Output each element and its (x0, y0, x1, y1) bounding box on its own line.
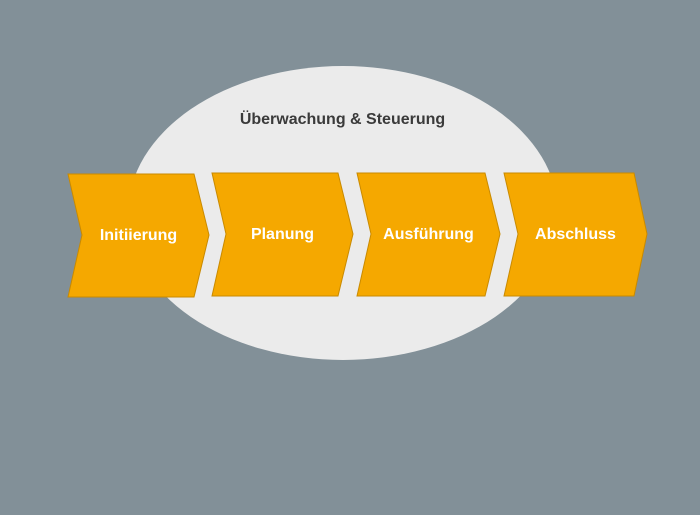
phase-chevron-initiierung: Initiierung (67, 173, 210, 298)
phase-chevron-abschluss: Abschluss (503, 172, 648, 297)
chevron-shape (356, 172, 501, 297)
phase-label-planung: Planung (250, 226, 315, 243)
phase-chevron-ausfuehrung: Ausführung (356, 172, 501, 297)
chevron-shape (211, 172, 354, 297)
phase-label-abschluss: Abschluss (535, 226, 616, 243)
chevron-shape (67, 173, 210, 298)
chevron-shape (503, 172, 648, 297)
phase-label-ausfuehrung: Ausführung (383, 226, 474, 243)
phase-chevron-planung: Planung (211, 172, 354, 297)
phase-label-initiierung: Initiierung (99, 227, 178, 244)
oval-title: Überwachung & Steuerung (239, 111, 446, 128)
